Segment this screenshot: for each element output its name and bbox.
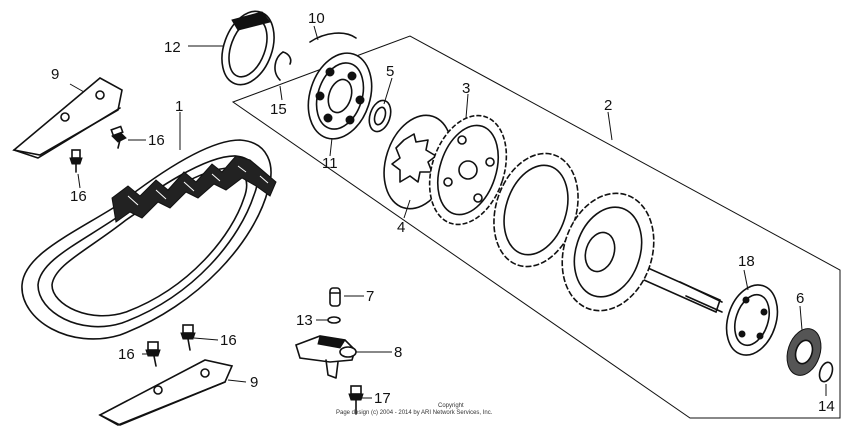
guide-plate-upper: [12, 77, 123, 159]
label-16-b: 16: [70, 188, 87, 205]
drive-belt: [21, 139, 277, 340]
label-4: 4: [397, 219, 405, 236]
washer-13: [327, 316, 341, 324]
copyright-line: Page design (c) 2004 - 2014 by ARI Netwo…: [336, 410, 493, 416]
bearing-18: [725, 284, 779, 356]
circlip-15: [274, 51, 292, 81]
bolt-16-c: [145, 341, 161, 367]
guide-plate-lower: [98, 359, 234, 426]
label-10: 10: [308, 10, 325, 27]
label-16-a: 16: [148, 132, 165, 149]
label-13: 13: [296, 312, 313, 329]
label-9-upper: 9: [51, 66, 59, 83]
label-9-lower: 9: [250, 374, 258, 391]
clip-14: [818, 361, 834, 383]
bolt-17: [348, 385, 364, 415]
label-2: 2: [604, 97, 612, 114]
bolt-16-a: [110, 125, 127, 149]
leader-lines: [69, 25, 827, 399]
bolt-16-d: [180, 324, 196, 351]
label-16-d: 16: [220, 332, 237, 349]
assembly-outline: [231, 35, 841, 419]
label-18: 18: [738, 253, 755, 270]
ring-12: [221, 10, 275, 86]
label-17: 17: [374, 390, 391, 407]
ring-10: [309, 32, 357, 43]
label-8: 8: [394, 344, 402, 361]
copyright-word: Copyright: [438, 403, 464, 409]
bearing-11: [307, 52, 373, 140]
tensioner-arm: [295, 335, 357, 379]
sprocket-6: [786, 328, 822, 376]
label-7: 7: [366, 288, 374, 305]
label-16-c: 16: [118, 346, 135, 363]
bolt-7: [329, 287, 341, 307]
sprocket-3: [428, 114, 508, 226]
label-3: 3: [462, 80, 470, 97]
label-14: 14: [818, 398, 835, 415]
bolt-16-b: [69, 149, 83, 173]
label-11: 11: [322, 155, 338, 172]
label-15: 15: [270, 101, 287, 118]
label-1: 1: [175, 98, 183, 115]
label-6: 6: [796, 290, 804, 307]
countershaft-2: [493, 152, 723, 314]
label-5: 5: [386, 63, 394, 80]
label-12: 12: [164, 39, 181, 56]
